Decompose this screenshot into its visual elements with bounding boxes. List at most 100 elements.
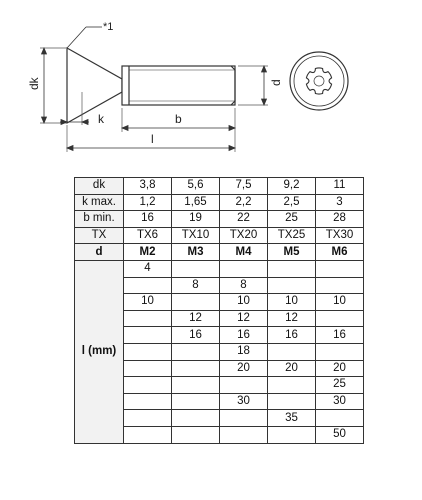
spec-cell: M6 <box>315 243 364 261</box>
spec-cell: TX10 <box>171 226 220 245</box>
length-cell: 25 <box>315 376 364 394</box>
length-cell: 35 <box>267 409 316 427</box>
length-cell <box>123 376 172 394</box>
length-cell <box>267 259 316 278</box>
length-cell: 16 <box>171 326 220 344</box>
length-cell: 10 <box>219 293 268 311</box>
dim-dk-label: dk <box>27 76 41 90</box>
length-cell <box>171 425 220 444</box>
spec-cell: M5 <box>267 243 316 261</box>
length-cell <box>315 259 364 278</box>
length-cell: 16 <box>219 326 268 344</box>
dim-l-label: l <box>151 132 154 146</box>
length-cell <box>315 276 364 295</box>
length-cell: 10 <box>267 293 316 311</box>
length-cell: 12 <box>171 309 220 328</box>
length-cell: 18 <box>219 342 268 361</box>
length-cell <box>171 376 220 394</box>
length-cell <box>123 359 172 378</box>
spec-cell: 22 <box>219 210 268 228</box>
torx-star-shape <box>305 67 333 95</box>
length-cell <box>267 376 316 394</box>
spec-cell: 28 <box>315 210 364 228</box>
length-row: 25 <box>75 376 364 394</box>
length-cell <box>171 259 220 278</box>
length-cell <box>219 425 268 444</box>
spec-cell: 16 <box>123 210 172 228</box>
spec-cell: 2,2 <box>219 193 268 212</box>
length-cell <box>171 409 220 427</box>
length-cell: 20 <box>315 359 364 378</box>
length-cell <box>171 359 220 378</box>
spec-cell: 5,6 <box>171 177 220 195</box>
spec-cell: TX6 <box>123 226 172 245</box>
length-cell <box>171 342 220 361</box>
length-cell <box>123 342 172 361</box>
length-label: l (mm) <box>74 259 124 444</box>
length-cell <box>171 392 220 411</box>
length-cell <box>315 342 364 361</box>
spec-cell: M4 <box>219 243 268 261</box>
length-row: 35 <box>75 409 364 427</box>
length-cell: 8 <box>219 276 268 295</box>
length-cell: 50 <box>315 425 364 444</box>
dim-d-label: d <box>269 79 283 86</box>
spec-cell: 19 <box>171 210 220 228</box>
length-cell: 30 <box>315 392 364 411</box>
row-label: b min. <box>74 210 124 228</box>
length-cell <box>123 276 172 295</box>
spec-cell: 7,5 <box>219 177 268 195</box>
spec-cell: 1,65 <box>171 193 220 212</box>
screw-side-view <box>66 46 236 125</box>
length-cell: 12 <box>267 309 316 328</box>
length-cell: 30 <box>219 392 268 411</box>
footnote-leader <box>66 26 102 49</box>
row-label: d <box>74 243 124 261</box>
length-cell <box>267 392 316 411</box>
dim-b-label: b <box>175 112 182 126</box>
length-cell <box>123 326 172 344</box>
spec-cell: 3 <box>315 193 364 212</box>
spec-cell: 2,5 <box>267 193 316 212</box>
screw-technical-drawing: *1 dk k b l d <box>27 21 349 152</box>
dimension-lines <box>40 46 268 152</box>
length-cell: 20 <box>219 359 268 378</box>
length-row: l (mm)4 <box>74 259 364 444</box>
spec-cell: 1,2 <box>123 193 172 212</box>
length-cell <box>315 409 364 427</box>
spec-cell: TX30 <box>315 226 364 245</box>
spec-cell: TX25 <box>267 226 316 245</box>
length-cell <box>123 392 172 411</box>
spec-cell: 9,2 <box>267 177 316 195</box>
length-cell <box>219 409 268 427</box>
length-row: 50 <box>75 425 364 444</box>
screw-head-end-view <box>289 51 349 111</box>
footnote-label: *1 <box>103 21 113 33</box>
spec-cell: M3 <box>171 243 220 261</box>
length-cell <box>315 309 364 328</box>
spec-cell: M2 <box>123 243 172 261</box>
spec-cell: 25 <box>267 210 316 228</box>
length-cell: 20 <box>267 359 316 378</box>
length-cell: 8 <box>171 276 220 295</box>
row-label: dk <box>74 177 124 195</box>
row-label: k max. <box>74 193 124 212</box>
length-cell <box>267 425 316 444</box>
length-cell <box>171 293 220 311</box>
length-cell: 16 <box>315 326 364 344</box>
length-cell <box>267 342 316 361</box>
length-cell <box>267 276 316 295</box>
row-label: TX <box>74 226 124 245</box>
length-cell: 12 <box>219 309 268 328</box>
torx-center-circle <box>313 75 325 87</box>
spec-cell: 3,8 <box>123 177 172 195</box>
length-cell <box>123 409 172 427</box>
